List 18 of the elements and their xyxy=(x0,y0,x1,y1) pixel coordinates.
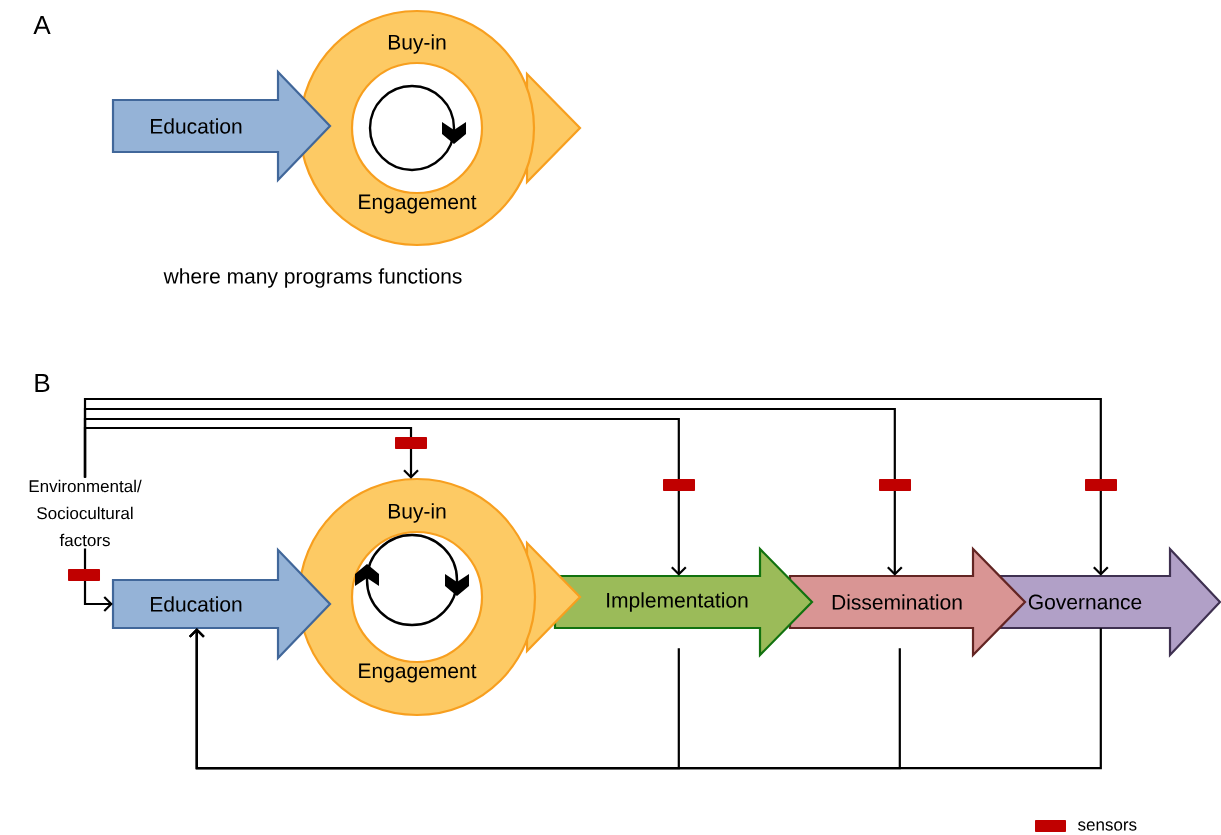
arrow xyxy=(83,397,1109,576)
arrow xyxy=(83,407,903,576)
stage-box: Implementation xyxy=(553,546,814,658)
stage-box: Governance xyxy=(998,546,1221,658)
arrow xyxy=(189,628,1102,770)
legend-label: sensors xyxy=(1078,821,1137,831)
stage-box: Education xyxy=(111,547,332,661)
panel-letter: A xyxy=(33,16,51,34)
stage-box: Education xyxy=(111,69,332,183)
stage-box: Dissemination xyxy=(788,546,1027,658)
ring-diagram: Buy-in Engagement xyxy=(297,477,582,717)
arrow xyxy=(83,417,687,576)
ring-diagram: Buy-in Engagement xyxy=(298,9,582,247)
caption-text: where many programs functions xyxy=(163,268,462,288)
arrow xyxy=(83,548,113,612)
panel-letter: B xyxy=(35,374,50,392)
factor-text: Environmental/ Sociocultural factors xyxy=(29,479,142,547)
arrow xyxy=(83,426,419,479)
